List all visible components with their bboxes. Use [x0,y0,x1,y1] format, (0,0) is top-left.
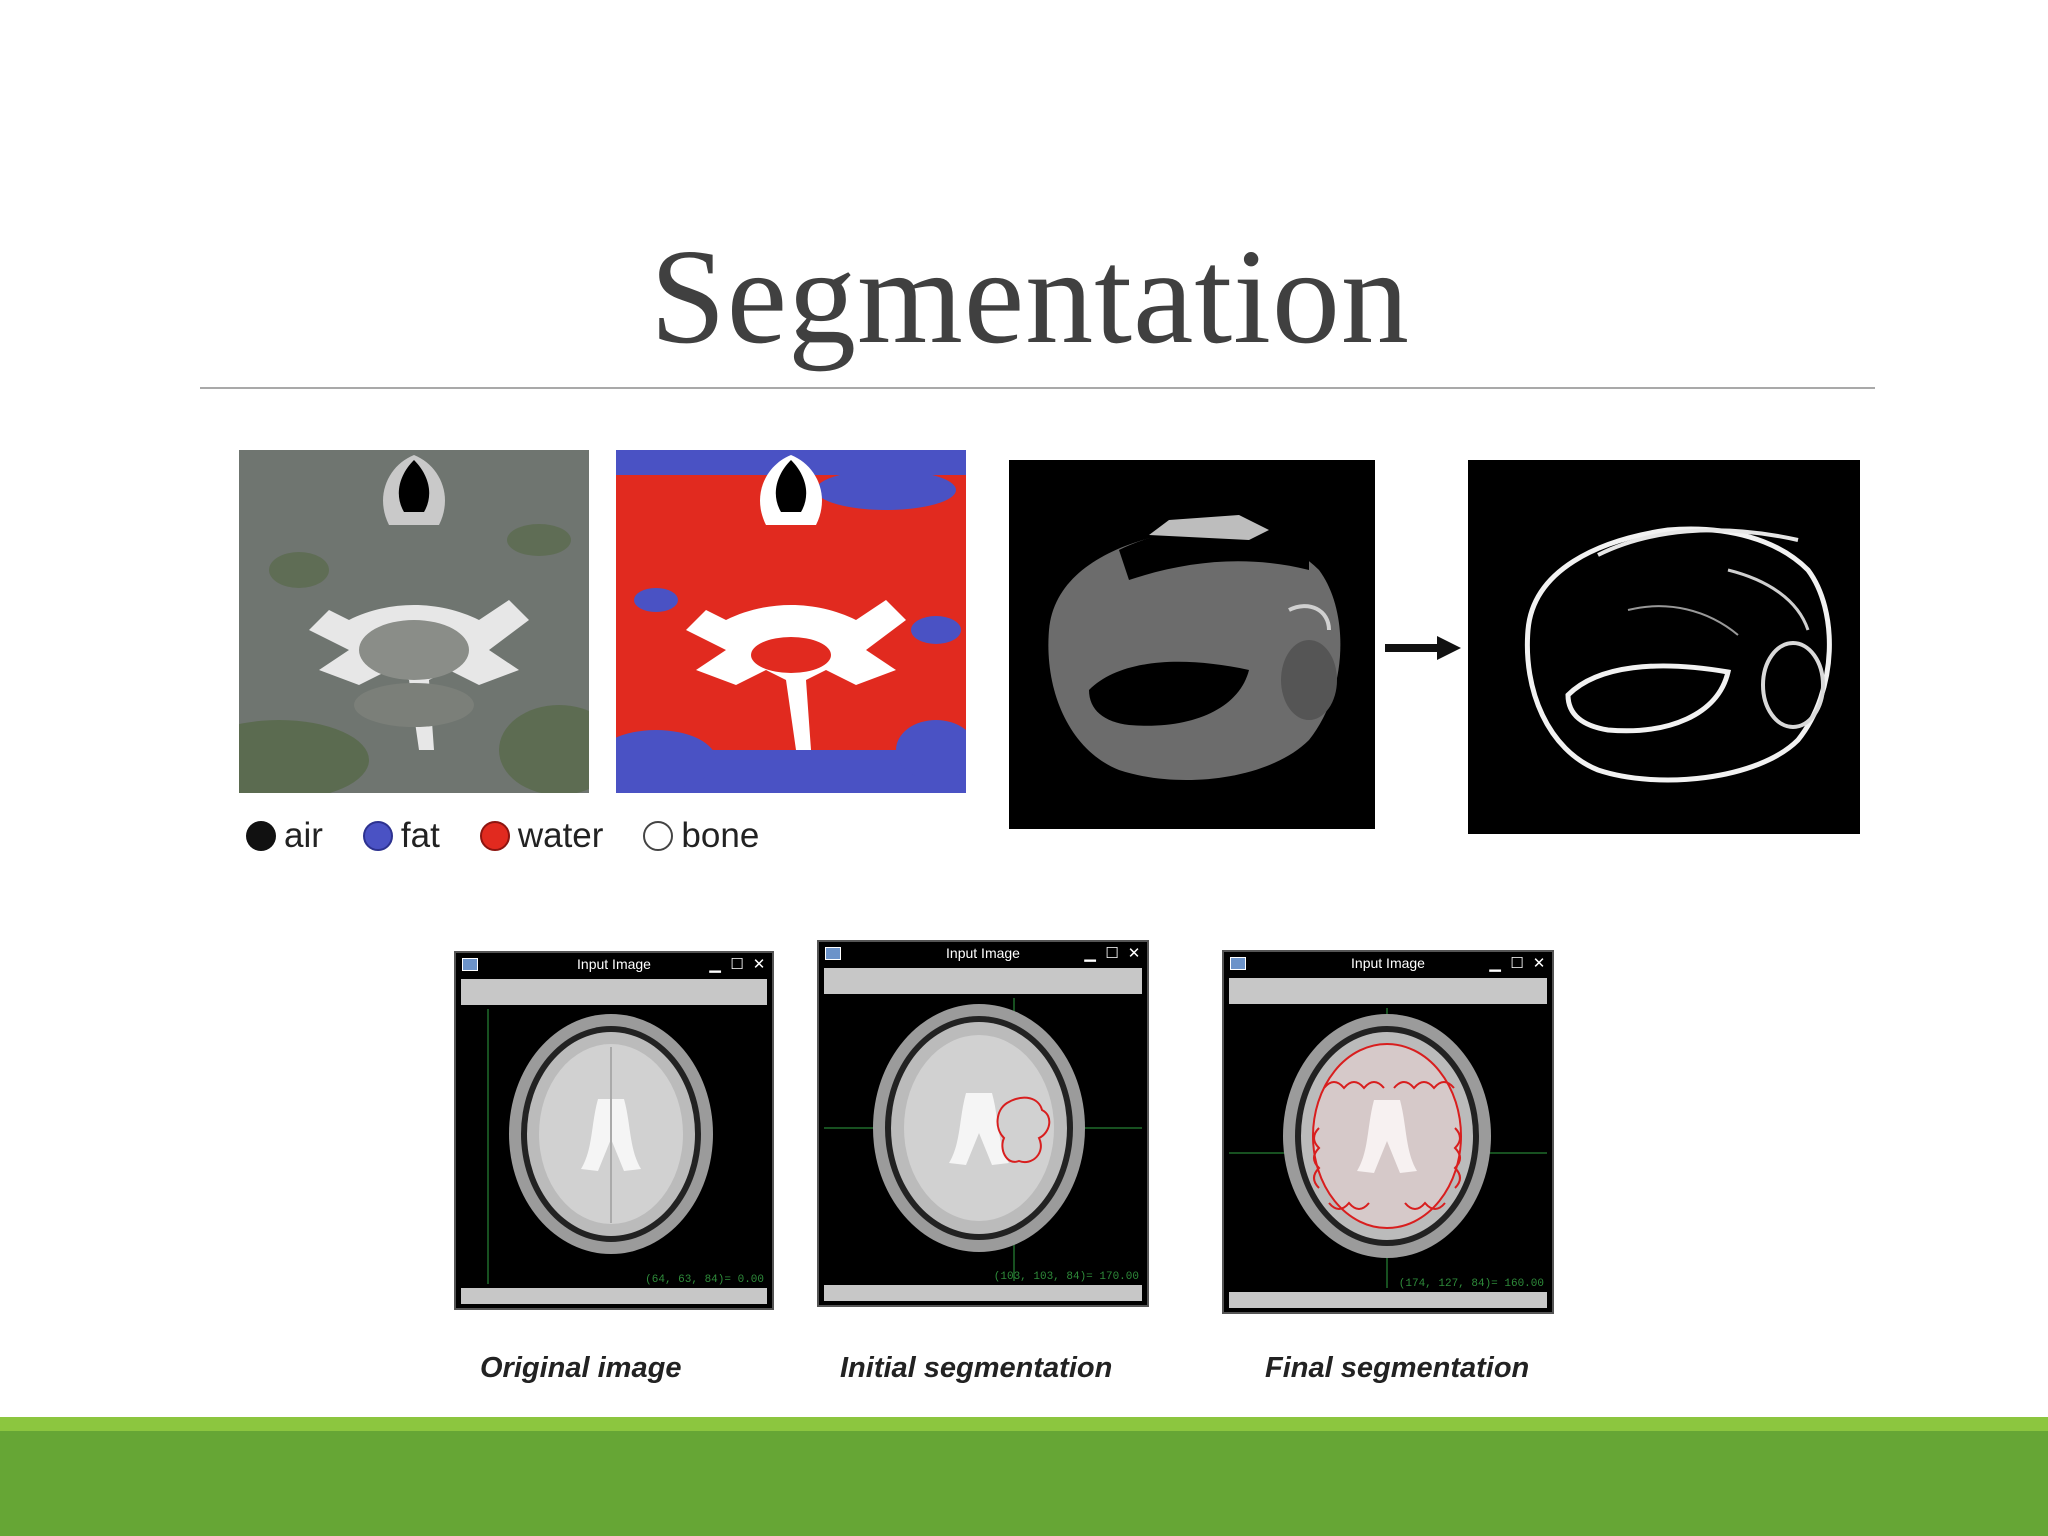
minimize-icon[interactable]: ▁ [1084,944,1096,962]
close-icon[interactable]: ✕ [1127,944,1141,962]
window-statusbar [461,1288,767,1304]
water-swatch-icon [479,821,510,851]
input-image-window-final: Input Image ▁ ☐ ✕ (174, 127, 84)= 160.00 [1222,950,1554,1314]
window-app-icon [1230,957,1246,970]
minimize-icon[interactable]: ▁ [1489,954,1501,972]
input-image-window-original: Input Image ▁ ☐ ✕ (64, 63, 84)= 0.00 [454,951,774,1310]
maximize-icon[interactable]: ☐ [730,955,744,973]
brain-ct-edge-image [1468,460,1860,834]
ct-grayscale-image [239,450,589,793]
close-icon[interactable]: ✕ [1532,954,1546,972]
cursor-readout: (174, 127, 84)= 160.00 [1398,1278,1544,1290]
mri-final-segmentation-image [1229,1008,1547,1288]
window-titlebar: Input Image ▁ ☐ ✕ [819,942,1147,964]
window-titlebar: Input Image ▁ ☐ ✕ [456,953,772,975]
tissue-legend: air fat water bone [246,814,799,858]
minimize-icon[interactable]: ▁ [709,955,721,973]
window-app-icon [825,947,841,960]
window-titlebar: Input Image ▁ ☐ ✕ [1224,952,1552,974]
caption-final-segmentation: Final segmentation [1265,1352,1530,1384]
slide-title: Segmentation [650,222,1410,372]
window-statusbar [824,1285,1142,1301]
window-toolbar [461,979,767,1005]
caption-initial-segmentation: Initial segmentation [840,1352,1113,1384]
close-icon[interactable]: ✕ [752,955,766,973]
footer-band [0,1431,2048,1536]
input-image-window-initial: Input Image ▁ ☐ ✕ (103, 103, 84)= 170.00 [817,940,1149,1307]
bone-swatch-icon [643,821,674,851]
title-divider [200,387,1875,389]
legend-item-fat: fat [362,816,440,856]
arrow-right-icon [1383,633,1463,663]
maximize-icon[interactable]: ☐ [1105,944,1119,962]
mri-original-image [461,1009,767,1284]
window-title: Input Image [946,945,1020,961]
cursor-readout: (103, 103, 84)= 170.00 [993,1271,1139,1283]
window-toolbar [824,968,1142,994]
ct-tissue-classified-image [616,450,966,793]
cursor-readout: (64, 63, 84)= 0.00 [645,1274,764,1286]
legend-label: water [517,816,604,855]
legend-label: air [284,816,323,855]
footer-accent-stripe [0,1417,2048,1431]
window-statusbar [1229,1292,1547,1308]
legend-item-air: air [246,816,323,856]
caption-original-image: Original image [480,1352,682,1384]
legend-label: bone [681,816,760,855]
legend-item-water: water [479,816,604,856]
window-title: Input Image [577,956,651,972]
air-swatch-icon [246,821,276,851]
mri-initial-segmentation-image [824,998,1142,1281]
window-title: Input Image [1351,955,1425,971]
fat-swatch-icon [362,821,393,851]
maximize-icon[interactable]: ☐ [1510,954,1524,972]
window-app-icon [462,958,478,971]
legend-item-bone: bone [643,816,759,856]
window-toolbar [1229,978,1547,1004]
brain-ct-original-image [1009,460,1375,829]
legend-label: fat [400,816,440,855]
